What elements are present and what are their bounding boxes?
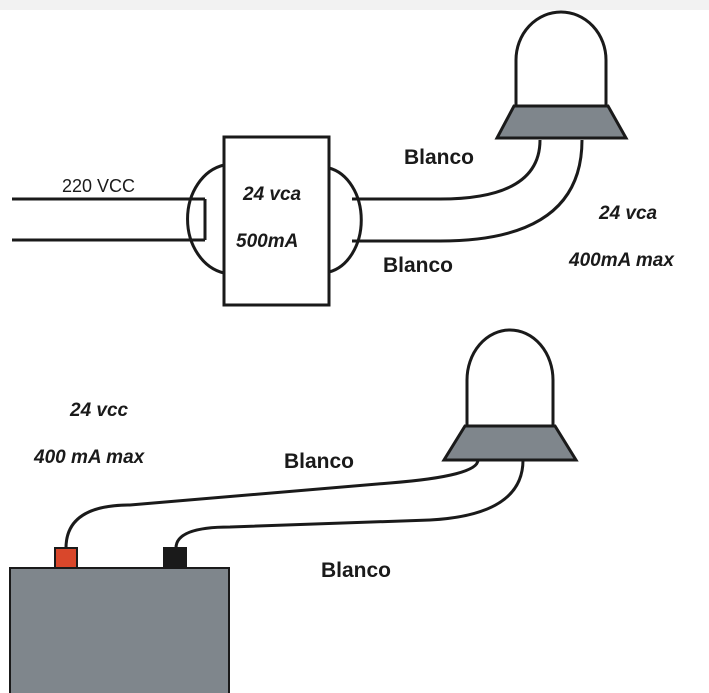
top-wire-upper-label: Blanco (404, 146, 475, 169)
bottom-circuit (64, 459, 525, 549)
battery-wire-positive (64, 459, 480, 549)
top-wire-lower-label: Blanco (383, 254, 454, 277)
bottom-lamp-dome (465, 328, 555, 428)
battery-wire-negative (174, 459, 525, 549)
battery-negative-terminal (163, 547, 187, 569)
bottom-wire-upper-label: Blanco (284, 450, 355, 473)
lamp-wire-lower (352, 139, 584, 243)
top-lamp (494, 10, 629, 140)
top-strip (0, 0, 709, 10)
top-lamp-base (494, 104, 629, 140)
battery-body (9, 567, 230, 693)
lamp-voltage-label: 24 vca (599, 203, 658, 224)
transformer-coil-left (186, 163, 225, 275)
bottom-lamp-base (441, 424, 579, 462)
battery (9, 547, 230, 693)
input-voltage-label: 220 VCC (62, 176, 136, 196)
battery-positive-terminal (54, 547, 78, 569)
lamp-wire-upper (352, 139, 542, 201)
transformer-voltage-label: 24 vca (243, 184, 302, 205)
bottom-wire-lower-label: Blanco (321, 559, 392, 582)
transformer-body (222, 135, 331, 307)
bottom-lamp (441, 328, 579, 462)
transformer-coil-right (328, 166, 363, 274)
battery-current-label: 400 mA max (34, 447, 145, 468)
transformer-current-label: 500mA (236, 231, 299, 252)
top-lamp-dome (514, 10, 608, 108)
battery-voltage-label: 24 vcc (70, 400, 129, 421)
top-circuit (12, 135, 584, 307)
lamp-current-label: 400mA max (569, 250, 674, 271)
